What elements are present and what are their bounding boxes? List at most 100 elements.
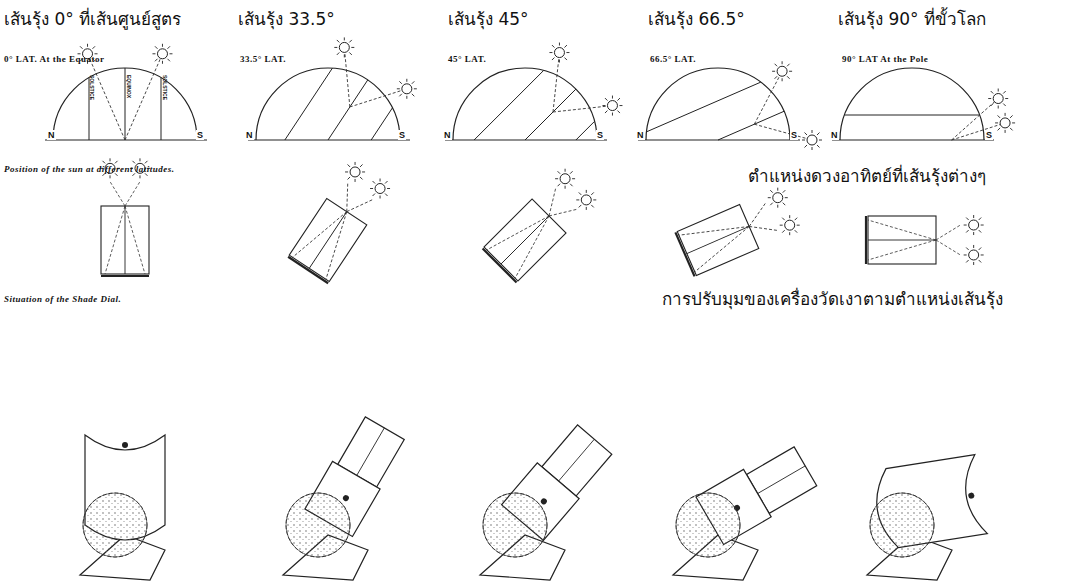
gnomon-line bbox=[501, 216, 549, 264]
sun-ray bbox=[350, 89, 407, 107]
sun-symbol bbox=[334, 37, 354, 57]
dial-disk-rim bbox=[676, 493, 740, 557]
dial-disk bbox=[83, 493, 147, 557]
sun-path-line bbox=[718, 111, 784, 140]
shadow-line bbox=[125, 206, 145, 274]
compass-letter: S bbox=[790, 130, 798, 140]
dial-disk bbox=[676, 493, 740, 557]
sun-ray bbox=[936, 240, 960, 255]
sun-ray bbox=[743, 203, 771, 226]
sun-ray bbox=[538, 188, 566, 216]
sun-symbol bbox=[964, 215, 984, 235]
sun-symbol bbox=[995, 113, 1015, 133]
thai-heading: การปรับมุมของเครื่องวัดเงาตามตำแหน่งเส้น… bbox=[662, 290, 1003, 310]
sun-symbol bbox=[780, 215, 800, 235]
sky-dome bbox=[646, 68, 790, 140]
plate-line bbox=[559, 439, 595, 481]
shadow-line bbox=[868, 240, 936, 260]
shadow-line bbox=[487, 202, 549, 264]
shade-dial bbox=[288, 178, 380, 283]
shade-dial bbox=[675, 195, 781, 277]
thai-heading: เส้นรุ้ง 66.5° bbox=[648, 10, 745, 30]
compass-letter: S bbox=[196, 130, 204, 140]
sun-ray bbox=[347, 191, 373, 220]
plate-line bbox=[357, 428, 385, 476]
gnomon-line bbox=[125, 206, 126, 274]
compass-letter: S bbox=[985, 130, 993, 140]
dial-model bbox=[480, 421, 615, 580]
sun-ray bbox=[936, 225, 960, 240]
dial-disk-rim bbox=[83, 493, 147, 557]
sun-symbol bbox=[772, 61, 792, 81]
caption-text: 66.5° LAT. bbox=[650, 54, 696, 64]
compass-letter: N bbox=[47, 130, 56, 140]
compass-letter: N bbox=[443, 130, 452, 140]
gnomon-hole bbox=[968, 492, 975, 499]
sky-dome bbox=[453, 68, 597, 140]
sun-ray bbox=[553, 53, 559, 112]
compass-letter: S bbox=[398, 130, 406, 140]
sun-path-line bbox=[525, 89, 576, 140]
caption-text: Situation of the Shade Dial. bbox=[4, 294, 121, 304]
season-label: SOLSTICE bbox=[161, 75, 167, 100]
gnomon-hole bbox=[342, 494, 350, 502]
compass-letter: N bbox=[830, 130, 839, 140]
season-label: EQUINOX bbox=[125, 75, 131, 98]
dial-base bbox=[288, 257, 328, 283]
sun-symbol bbox=[397, 79, 417, 99]
caption-text: 90° LAT At the Pole bbox=[842, 54, 928, 64]
sun-symbol bbox=[370, 179, 390, 199]
dial-plate bbox=[868, 216, 936, 264]
horizon-line bbox=[45, 139, 207, 140]
sun-ray bbox=[754, 71, 782, 124]
sun-ray bbox=[553, 106, 612, 112]
sun-path-line bbox=[328, 80, 368, 140]
caption-text: 33.5° LAT. bbox=[240, 54, 286, 64]
dial-disk bbox=[870, 493, 934, 557]
thai-heading: เส้นรุ้ง 33.5° bbox=[238, 10, 335, 30]
dial-base bbox=[675, 232, 694, 276]
dial-base bbox=[101, 275, 149, 277]
thai-heading: เส้นรุ้ง 45° bbox=[448, 10, 529, 30]
sun-path-line bbox=[474, 70, 544, 140]
gnomon-line bbox=[309, 212, 347, 269]
sun-path-line bbox=[371, 108, 392, 140]
dial-disk-rim bbox=[870, 493, 934, 557]
compass-letter: N bbox=[636, 130, 645, 140]
sun-symbol bbox=[576, 190, 596, 210]
dial-disk bbox=[286, 493, 350, 557]
sun-path-line bbox=[125, 68, 126, 140]
shade-dial bbox=[101, 182, 149, 276]
dial-disk-rim bbox=[483, 493, 547, 557]
sky-dome bbox=[840, 68, 984, 140]
dial-disk bbox=[483, 493, 547, 557]
compass-letter: S bbox=[596, 130, 604, 140]
thai-heading: ตำแหน่งดวงอาทิตย์ที่เส้นรุ้งต่างๆ bbox=[748, 167, 986, 187]
shadow-line bbox=[679, 208, 749, 253]
sun-ray bbox=[549, 199, 577, 227]
sun-ray bbox=[952, 99, 999, 140]
caption-text: 0° LAT. At the Equator bbox=[4, 54, 105, 64]
sun-path-line bbox=[161, 78, 162, 140]
sun-ray bbox=[110, 182, 125, 206]
compass-letter: N bbox=[245, 130, 254, 140]
horizon-line bbox=[248, 139, 410, 140]
shadow-line bbox=[309, 212, 363, 280]
sun-ray bbox=[125, 54, 162, 140]
thai-heading: เส้นรุ้ง 0° ที่เส้นศูนย์สูตร bbox=[4, 10, 181, 30]
dial-plate bbox=[101, 206, 149, 274]
sun-path-line bbox=[646, 82, 760, 132]
sun-symbol bbox=[345, 162, 365, 182]
caption-text: 45° LAT. bbox=[448, 54, 486, 64]
sun-ray bbox=[88, 54, 125, 140]
sun-ray bbox=[749, 217, 777, 240]
sun-path-line bbox=[844, 115, 979, 116]
dial-disk-rim bbox=[286, 493, 350, 557]
dial-plate bbox=[484, 199, 566, 281]
shadow-line bbox=[105, 206, 125, 274]
season-label: SOLSTICE bbox=[88, 75, 94, 100]
shadow-line bbox=[293, 201, 347, 269]
sun-symbol bbox=[152, 44, 172, 64]
sky-dome bbox=[53, 68, 197, 140]
